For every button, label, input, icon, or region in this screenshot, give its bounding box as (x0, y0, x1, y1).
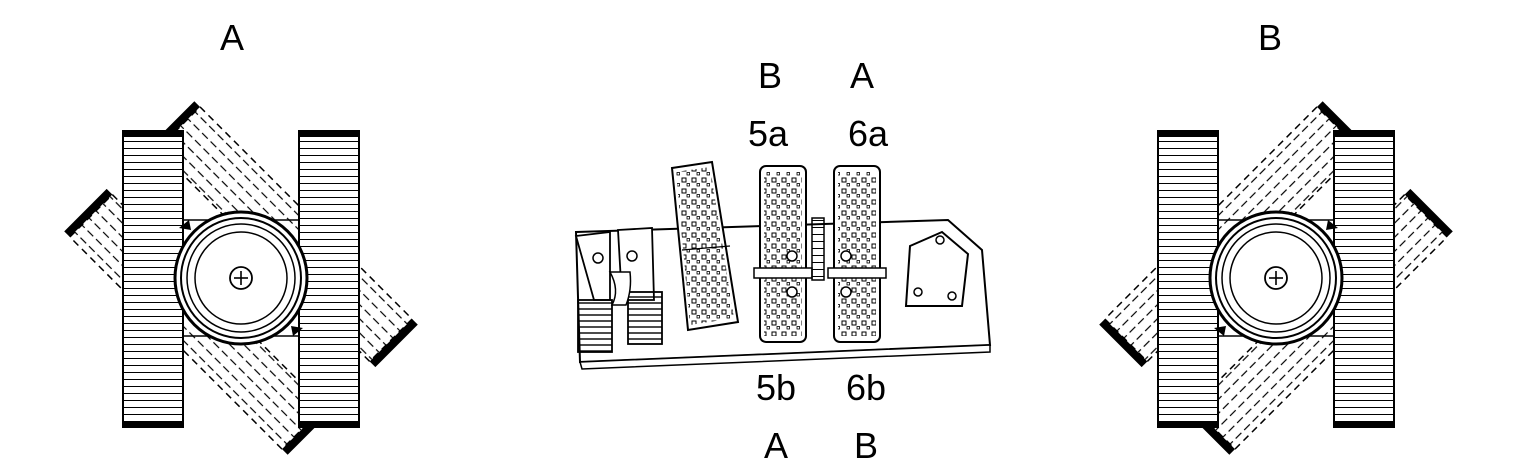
pedal-board (574, 160, 992, 370)
accelerator-pedal (670, 160, 740, 332)
pedal-5 (753, 165, 813, 343)
pedal6-top-letter: A (849, 55, 875, 96)
pedal6-bottom-label: 6b (845, 367, 887, 408)
crosshair-icon (1264, 266, 1288, 290)
hand-lever-right (608, 227, 663, 345)
pedal6-top-label: 6a (847, 113, 889, 154)
right-track-view (1097, 99, 1455, 457)
pedal6-bottom-letter: B (853, 425, 879, 466)
crosshair-icon (229, 266, 253, 290)
left-view-label: A (219, 17, 245, 58)
pedal-6 (827, 165, 887, 343)
mounting-plate (904, 230, 970, 307)
hand-lever-left (574, 230, 613, 353)
left-track-view (62, 99, 420, 457)
pedal5-top-label: 5a (747, 113, 789, 154)
pedal5-bottom-letter: A (763, 425, 789, 466)
spring-linkage (811, 217, 825, 281)
right-view-label: B (1257, 17, 1283, 58)
pedal5-bottom-label: 5b (755, 367, 797, 408)
pedal5-top-letter: B (757, 55, 783, 96)
